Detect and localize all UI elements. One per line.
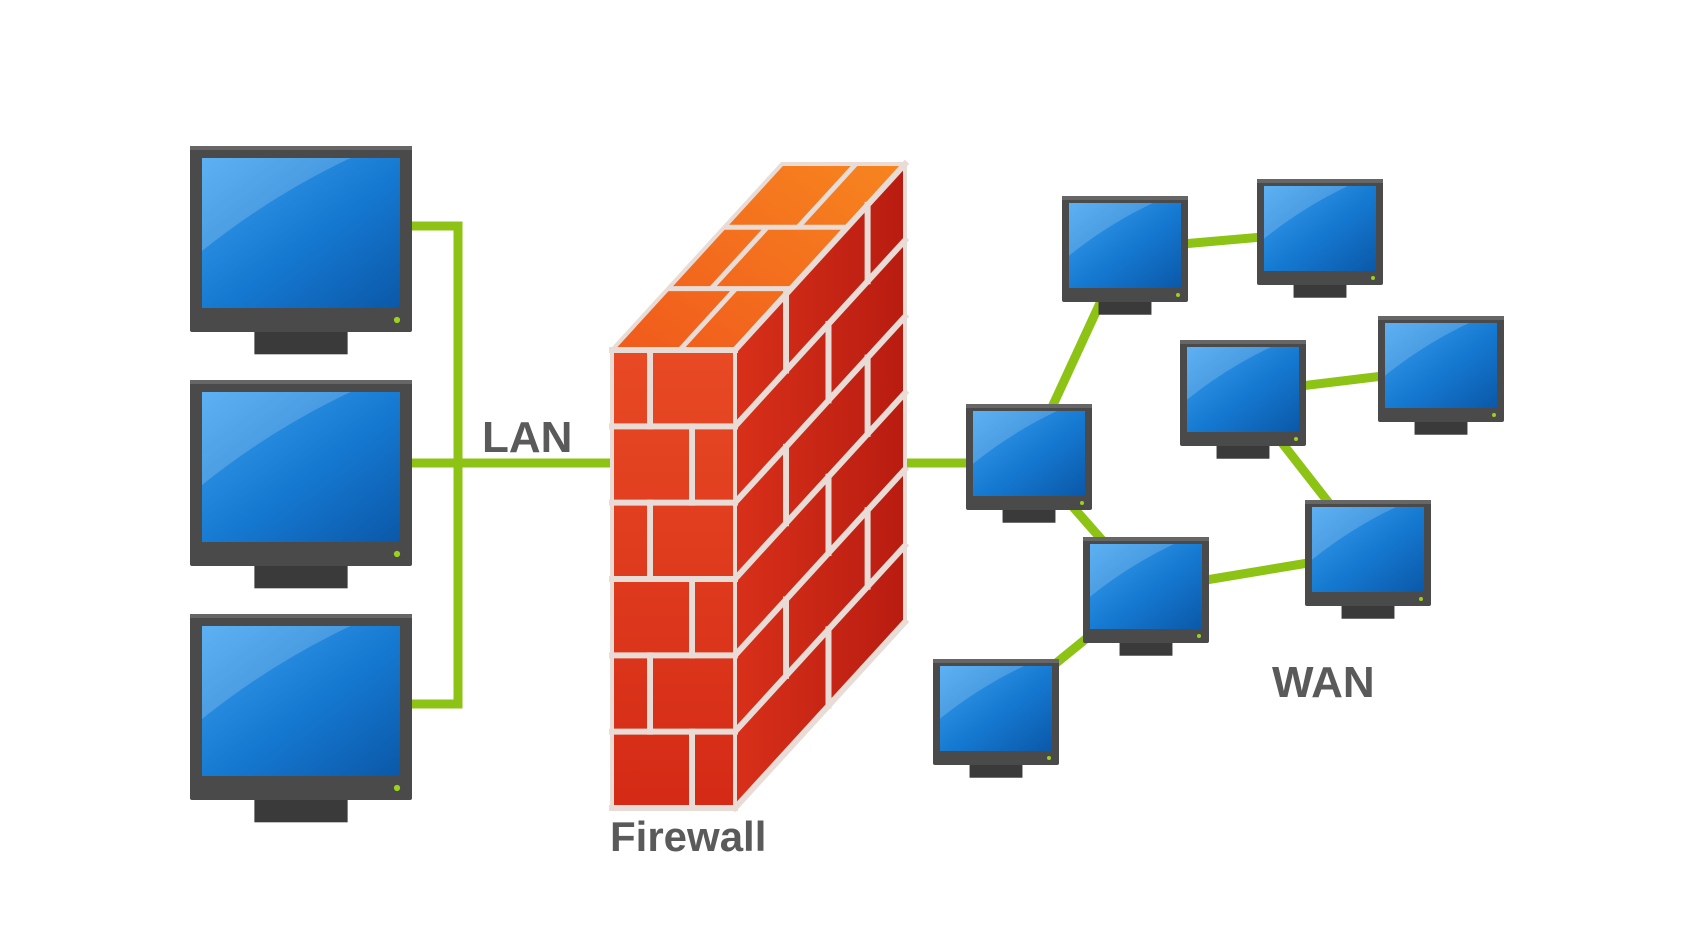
power-led <box>1047 756 1051 760</box>
wan-label: WAN <box>1272 658 1375 707</box>
firewall-wall-icon <box>609 159 910 813</box>
screen-glare <box>1312 507 1396 560</box>
monitor-frame-highlight <box>1305 500 1431 504</box>
power-led <box>1419 597 1423 601</box>
monitor-screen <box>940 666 1052 751</box>
screen-glare <box>1090 544 1174 597</box>
monitor-screen <box>1090 544 1202 629</box>
power-led <box>393 550 401 558</box>
monitor-frame-highlight <box>1378 316 1504 320</box>
screen-glare <box>1069 203 1153 256</box>
monitor-stand <box>254 800 348 823</box>
screen-glare <box>1264 186 1348 239</box>
monitor-frame-highlight <box>190 146 412 150</box>
lan-computers <box>190 146 412 823</box>
firewall-top-mortar <box>668 162 858 352</box>
monitor-screen <box>202 626 400 776</box>
power-led <box>393 316 401 324</box>
lan-network-links <box>405 221 617 709</box>
monitor-stand <box>1098 302 1152 315</box>
monitor-stand <box>1002 510 1056 523</box>
computer-monitor-icon <box>1378 316 1504 435</box>
monitor-frame-highlight <box>1257 179 1383 183</box>
computer-monitor-icon <box>190 380 412 589</box>
power-led <box>1080 501 1084 505</box>
monitor-screen <box>202 158 400 308</box>
computer-monitor-icon <box>1257 179 1383 298</box>
power-led <box>1197 634 1201 638</box>
computer-monitor-icon <box>190 146 412 355</box>
monitor-frame-highlight <box>1180 340 1306 344</box>
monitor-screen <box>202 392 400 542</box>
monitor-screen <box>973 411 1085 496</box>
monitor-stand <box>254 566 348 589</box>
monitor-stand <box>1216 446 1270 459</box>
monitor-frame-highlight <box>190 614 412 618</box>
wan-computers <box>933 179 1504 778</box>
monitor-frame-highlight <box>966 404 1092 408</box>
computer-monitor-icon <box>1305 500 1431 619</box>
computer-monitor-icon <box>1062 196 1188 315</box>
power-led <box>1176 293 1180 297</box>
monitor-frame-highlight <box>190 380 412 384</box>
monitor-frame-highlight <box>1083 537 1209 541</box>
computer-monitor-icon <box>933 659 1059 778</box>
screen-glare <box>202 392 351 485</box>
monitor-stand <box>1414 422 1468 435</box>
power-led <box>1492 413 1496 417</box>
monitor-screen <box>1187 347 1299 432</box>
monitor-frame-highlight <box>933 659 1059 663</box>
power-led <box>1294 437 1298 441</box>
firewall-top-face <box>612 164 905 350</box>
firewall-label: Firewall <box>610 813 766 860</box>
monitor-screen <box>1385 323 1497 408</box>
computer-monitor-icon <box>190 614 412 823</box>
screen-glare <box>973 411 1057 464</box>
monitor-screen <box>1264 186 1376 271</box>
monitor-stand <box>969 765 1023 778</box>
monitor-stand <box>1293 285 1347 298</box>
monitor-stand <box>1341 606 1395 619</box>
screen-glare <box>1187 347 1271 400</box>
lan-label: LAN <box>482 413 572 462</box>
power-led <box>393 784 401 792</box>
monitor-stand <box>254 332 348 355</box>
monitor-screen <box>1069 203 1181 288</box>
screen-glare <box>202 158 351 251</box>
screen-glare <box>202 626 351 719</box>
monitor-frame-highlight <box>1062 196 1188 200</box>
computer-monitor-icon <box>1083 537 1209 656</box>
computer-monitor-icon <box>1180 340 1306 459</box>
screen-glare <box>940 666 1024 719</box>
computer-monitor-icon <box>966 404 1092 523</box>
screen-glare <box>1385 323 1469 376</box>
monitor-stand <box>1119 643 1173 656</box>
monitor-screen <box>1312 507 1424 592</box>
power-led <box>1371 276 1375 280</box>
